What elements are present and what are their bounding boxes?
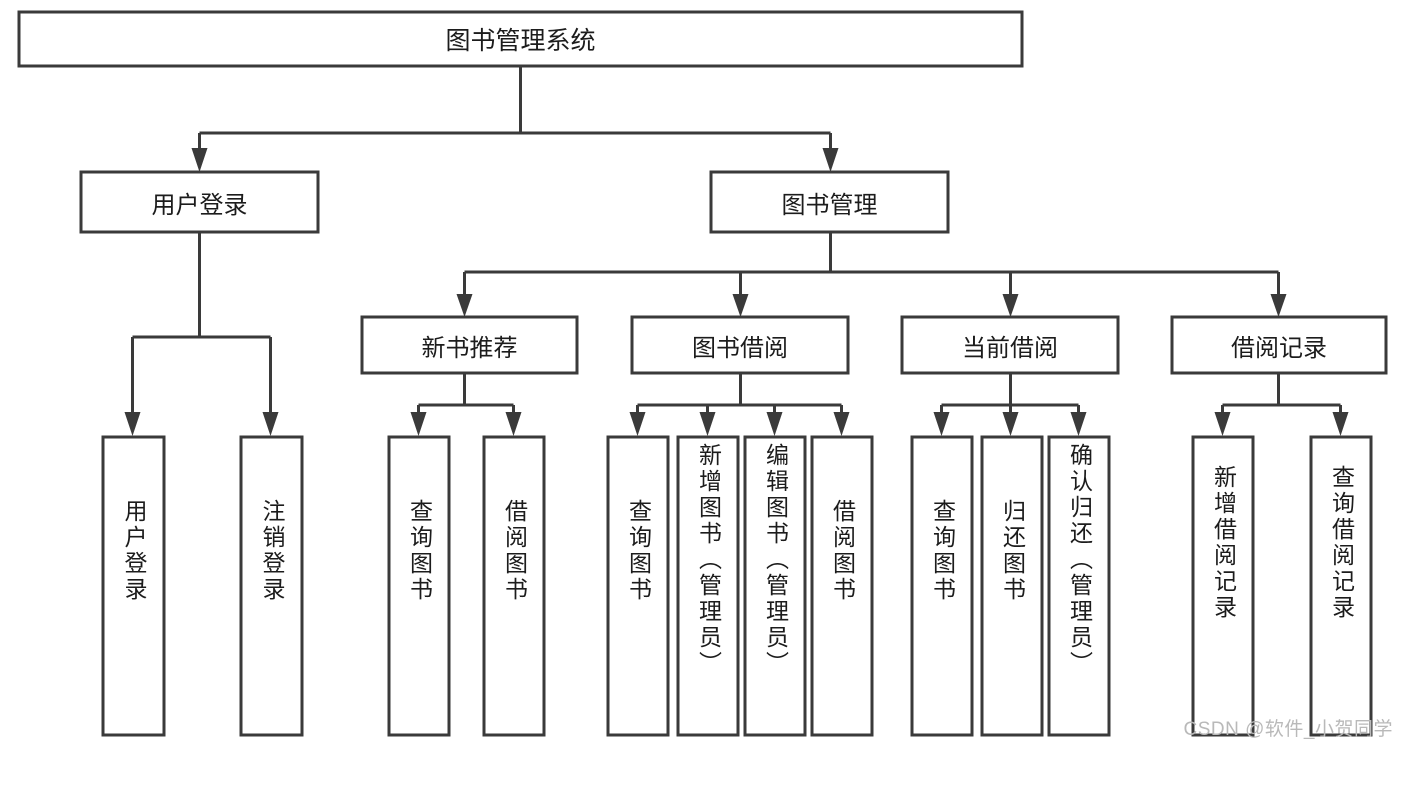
node-box-leaf-borrow-book-2[interactable] [810, 435, 874, 737]
arrow-head-leaf-return-book [1002, 412, 1019, 436]
node-box-leaf-confirm-return[interactable] [1047, 435, 1111, 737]
arrow-head-leaf-add-record [1214, 412, 1231, 436]
arrow-head-book-management [822, 148, 839, 172]
node-box-leaf-query-book-3[interactable] [910, 435, 974, 737]
book-management-system-diagram: 图书管理系统 用户登录 图书管理 新书推荐 图书借阅 当前借阅 借阅记录 用户登… [17, 10, 1393, 740]
node-box-user-login[interactable] [79, 170, 320, 234]
diagram-canvas [17, 10, 1388, 737]
node-box-leaf-query-book-1[interactable] [387, 435, 451, 737]
csdn-watermark: CSDN @软件_小贺同学 [1183, 719, 1393, 740]
arrow-head-borrow-record [1270, 294, 1287, 317]
arrow-head-new-book-recommend [456, 294, 473, 317]
arrow-head-leaf-borrow-book-1 [505, 412, 522, 436]
arrow-head-leaf-user-login [124, 412, 141, 436]
connector-root-to-level1 [191, 66, 839, 172]
arrow-head-leaf-add-book [699, 412, 716, 436]
connector-new-book-to-leaves [410, 373, 522, 436]
node-box-book-borrow[interactable] [630, 315, 850, 375]
node-box-new-book-recommend[interactable] [360, 315, 579, 375]
arrow-head-leaf-user-logout [262, 412, 279, 436]
connector-book-borrow-to-leaves [629, 373, 850, 436]
connector-borrow-record-to-leaves [1214, 373, 1349, 436]
arrow-head-book-borrow [732, 294, 749, 317]
node-box-leaf-user-login[interactable] [101, 435, 166, 737]
node-box-current-borrow[interactable] [900, 315, 1120, 375]
arrow-head-leaf-borrow-book-2 [833, 412, 850, 436]
arrow-head-leaf-edit-book [766, 412, 783, 436]
node-box-leaf-user-logout[interactable] [239, 435, 304, 737]
connector-book-management-to-level2 [456, 232, 1287, 317]
node-box-borrow-record[interactable] [1170, 315, 1388, 375]
node-box-leaf-edit-book[interactable] [743, 435, 807, 737]
node-box-leaf-return-book[interactable] [980, 435, 1044, 737]
node-box-book-management[interactable] [709, 170, 950, 234]
connector-user-login-to-leaves [124, 232, 279, 436]
arrow-head-leaf-query-book-2 [629, 412, 646, 436]
connector-current-borrow-to-leaves [933, 373, 1087, 436]
node-box-leaf-add-record[interactable] [1191, 435, 1255, 737]
arrow-head-current-borrow [1002, 294, 1019, 317]
node-box-root[interactable] [17, 10, 1024, 68]
arrow-head-leaf-query-book-3 [933, 412, 950, 436]
node-box-leaf-query-record[interactable] [1309, 435, 1373, 737]
arrow-head-leaf-query-book-1 [410, 412, 427, 436]
node-box-leaf-query-book-2[interactable] [606, 435, 670, 737]
arrow-head-leaf-confirm-return [1070, 412, 1087, 436]
node-box-leaf-borrow-book-1[interactable] [482, 435, 546, 737]
arrow-head-user-login [191, 148, 208, 172]
arrow-head-leaf-query-record [1332, 412, 1349, 436]
node-box-leaf-add-book[interactable] [676, 435, 740, 737]
